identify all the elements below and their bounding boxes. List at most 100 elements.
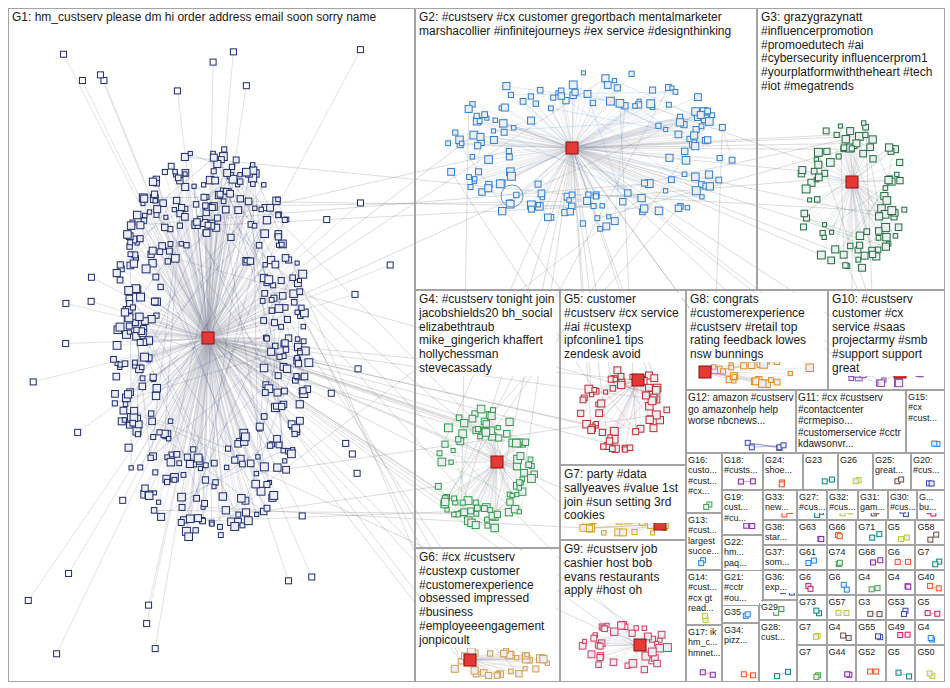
cluster-link: [572, 148, 597, 218]
cluster-link: [149, 338, 208, 605]
vertex: [832, 246, 839, 253]
vertex: [343, 440, 349, 446]
vertex: [184, 243, 189, 248]
vertex: [299, 513, 305, 519]
cluster-link: [135, 201, 277, 363]
vertex: [536, 203, 540, 207]
cluster-link: [115, 350, 286, 404]
vertex: [848, 243, 853, 248]
vertex: [128, 252, 133, 257]
cluster-link: [572, 148, 609, 217]
cluster-link: [445, 462, 497, 504]
vertex: [290, 275, 296, 281]
vertex: [113, 373, 120, 380]
vertex: [151, 298, 158, 305]
cross-link: [217, 151, 508, 218]
vertex: [612, 78, 616, 82]
vertex: [182, 214, 189, 221]
cluster-link: [145, 321, 208, 338]
vertex: [121, 309, 128, 316]
vertex: [692, 187, 700, 195]
vertex: [869, 136, 876, 143]
cluster-link: [157, 183, 208, 338]
vertex: [271, 320, 277, 326]
vertex: [210, 59, 216, 65]
vertex: [836, 154, 841, 159]
vertex: [215, 191, 222, 198]
cross-link: [203, 507, 589, 528]
vertex: [158, 513, 165, 520]
vertices: [25, 47, 941, 680]
cluster-link: [572, 111, 696, 148]
vertex: [558, 93, 564, 99]
vertex: [240, 461, 246, 467]
vertex: [260, 463, 268, 471]
vertex: [254, 471, 258, 475]
vertex: [838, 124, 842, 128]
vertex: [614, 85, 620, 91]
vertex: [294, 374, 299, 379]
vertex: [279, 242, 284, 247]
vertex: [506, 148, 511, 153]
cluster-link: [137, 419, 263, 512]
vertex: [133, 360, 138, 365]
vertex: [279, 324, 284, 329]
vertex: [355, 366, 361, 372]
vertex: [243, 168, 251, 176]
vertex: [232, 457, 238, 463]
cluster-link: [145, 338, 208, 488]
vertex: [139, 194, 147, 202]
cluster-link: [475, 148, 572, 179]
cluster-link: [806, 182, 852, 218]
vertex: [675, 205, 681, 211]
vertex: [811, 168, 817, 174]
cluster-link: [208, 158, 214, 338]
vertex: [569, 81, 577, 89]
cluster-link: [476, 495, 517, 525]
cluster-link: [474, 142, 481, 181]
vertex: [551, 95, 556, 100]
vertex: [184, 454, 190, 460]
cluster-link: [462, 143, 572, 148]
cluster-link: [190, 220, 285, 464]
vertex: [235, 207, 242, 214]
cluster-link: [219, 195, 269, 280]
vertex: [256, 455, 260, 459]
vertex: [593, 194, 598, 199]
vertex: [88, 298, 94, 304]
vertex: [291, 300, 297, 306]
vertex: [210, 522, 214, 526]
vertex: [273, 197, 280, 204]
cluster-link: [531, 148, 572, 209]
cluster-link: [722, 127, 732, 160]
cluster-link: [258, 327, 281, 457]
cluster-link: [573, 85, 665, 130]
cluster-link: [804, 148, 889, 214]
vertex: [815, 161, 822, 168]
vertex: [673, 89, 678, 94]
cluster-link: [614, 81, 722, 128]
vertex: [125, 287, 133, 295]
cluster-link: [447, 462, 497, 510]
cluster-link: [831, 182, 891, 261]
vertex: [120, 497, 126, 503]
vertex: [581, 71, 585, 75]
vertex: [876, 247, 881, 252]
cluster-link: [636, 380, 638, 432]
vertex: [705, 108, 711, 114]
vertex: [595, 216, 600, 221]
vertex: [193, 202, 198, 207]
vertex: [279, 403, 285, 409]
cluster-link: [143, 204, 208, 338]
vertex: [700, 195, 704, 199]
vertex: [262, 390, 268, 396]
cluster-link: [572, 195, 702, 197]
cluster-link: [245, 351, 299, 501]
cluster-link: [510, 101, 639, 204]
cluster-link: [572, 115, 701, 148]
cluster-link: [28, 338, 208, 600]
vertex: [209, 204, 215, 210]
vertex: [117, 262, 123, 268]
vertex: [243, 83, 249, 89]
vertex: [123, 330, 131, 338]
